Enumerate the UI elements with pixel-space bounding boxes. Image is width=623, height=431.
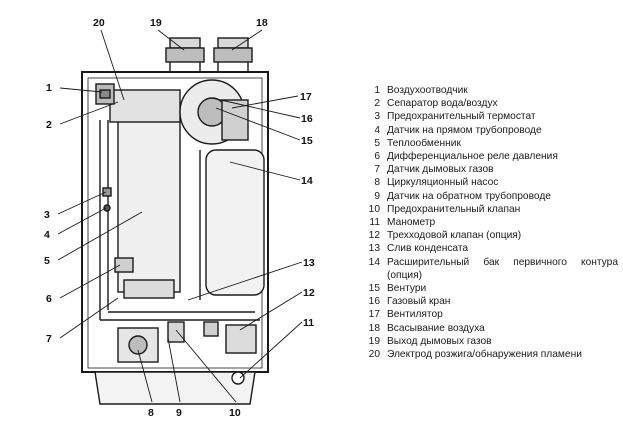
legend-text: Воздухоотводчик bbox=[387, 85, 468, 96]
legend-number: 6 bbox=[374, 151, 380, 163]
callout-9: 9 bbox=[176, 407, 182, 419]
legend-text: Слив конденсата bbox=[387, 243, 469, 255]
legend-item: 14 Расширительный бак первичного контура … bbox=[368, 256, 618, 282]
legend-item: 18 Всасывание воздуха bbox=[368, 322, 618, 335]
callout-3: 3 bbox=[44, 209, 50, 221]
legend-text: Циркуляционный насос bbox=[387, 177, 499, 189]
boiler-cutaway-diagram: 1 2 3 4 5 6 7 8 9 10 11 12 13 14 15 16 1… bbox=[44, 17, 315, 419]
legend-number: 3 bbox=[374, 111, 380, 123]
legend-text: Манометр bbox=[387, 217, 436, 229]
legend-text: Всасывание воздуха bbox=[387, 322, 485, 334]
legend-item: 10 Предохранительный клапан bbox=[368, 203, 618, 216]
legend-text: Дифференциальное реле давления bbox=[387, 151, 558, 163]
callout-labels: 1 2 3 4 5 6 7 8 9 10 11 12 13 14 15 16 1… bbox=[44, 17, 315, 419]
callout-10: 10 bbox=[229, 407, 241, 419]
callout-19: 19 bbox=[150, 17, 162, 29]
callout-17: 17 bbox=[300, 91, 312, 103]
legend-text: Датчик на обратном трубопроводе bbox=[387, 190, 551, 202]
legend-text: Датчик дымовых газов bbox=[387, 164, 494, 176]
legend-number: 17 bbox=[368, 309, 380, 321]
legend-number: 18 bbox=[368, 322, 380, 334]
legend-number: 9 bbox=[374, 190, 380, 202]
legend-item: 5 Теплообменник bbox=[368, 137, 618, 150]
legend-text: Теплообменник bbox=[387, 137, 461, 149]
callout-5: 5 bbox=[44, 255, 50, 267]
callout-8: 8 bbox=[148, 407, 154, 419]
legend-item: 8 Циркуляционный насос bbox=[368, 176, 618, 189]
legend-item: 20 Электрод розжига/обнаружения пламени bbox=[368, 348, 618, 361]
legend-text: Датчик на прямом трубопроводе bbox=[387, 124, 542, 136]
callout-14: 14 bbox=[301, 175, 313, 187]
legend-item: 16 Газовый кран bbox=[368, 295, 618, 308]
legend-number: 11 bbox=[369, 217, 380, 229]
expansion-tank bbox=[205, 149, 265, 296]
manometer bbox=[231, 371, 245, 385]
legend-number: 19 bbox=[368, 335, 380, 347]
legend-number: 13 bbox=[368, 243, 380, 255]
legend-text: Предохранительный клапан bbox=[387, 203, 521, 215]
air-intake-pipe bbox=[213, 37, 253, 72]
callout-16: 16 bbox=[301, 113, 313, 125]
legend-text: Предохранительный термостат bbox=[387, 111, 536, 123]
legend-number: 16 bbox=[368, 296, 380, 308]
legend-item: 12 Трехходовой клапан (опция) bbox=[368, 229, 618, 242]
legend-item: 3 Предохранительный термостат bbox=[368, 110, 618, 123]
callout-18: 18 bbox=[256, 17, 268, 29]
legend-item: 9 Датчик на обратном трубопроводе bbox=[368, 190, 618, 203]
legend-text: Сепаратор вода/воздух bbox=[387, 98, 498, 110]
callout-20: 20 bbox=[93, 17, 105, 29]
legend-text: Вентилятор bbox=[387, 309, 443, 321]
callout-4: 4 bbox=[44, 229, 50, 241]
legend-number: 12 bbox=[368, 230, 380, 242]
legend-text: Расширительный бак первичного контура (о… bbox=[387, 256, 618, 281]
legend-item: 1 Воздухоотводчик bbox=[368, 84, 618, 97]
legend-number: 8 bbox=[374, 177, 380, 189]
callout-1: 1 bbox=[46, 82, 52, 94]
legend-item: 15 Вентури bbox=[368, 282, 618, 295]
callout-15: 15 bbox=[301, 135, 313, 147]
flue-outlet-pipe bbox=[165, 37, 205, 72]
legend-item: 13 Слив конденсата bbox=[368, 242, 618, 255]
legend-item: 19 Выход дымовых газов bbox=[368, 335, 618, 348]
legend-item: 7 Датчик дымовых газов bbox=[368, 163, 618, 176]
legend-text: Электрод розжига/обнаружения пламени bbox=[387, 349, 582, 361]
callout-6: 6 bbox=[46, 293, 52, 305]
legend-number: 20 bbox=[368, 349, 380, 361]
casing-bottom bbox=[94, 371, 256, 405]
legend-number: 2 bbox=[374, 98, 380, 110]
legend-text: Вентури bbox=[387, 283, 427, 295]
legend-number: 4 bbox=[374, 124, 380, 136]
legend-number: 1 bbox=[374, 85, 380, 96]
callout-7: 7 bbox=[46, 333, 52, 345]
legend-number: 10 bbox=[368, 203, 380, 215]
legend-number: 5 bbox=[374, 137, 380, 149]
callout-12: 12 bbox=[303, 287, 315, 299]
legend-item: 2 Сепаратор вода/воздух bbox=[368, 97, 618, 110]
legend-number: 14 bbox=[368, 256, 380, 268]
callout-11: 11 bbox=[303, 317, 314, 329]
leader-lines bbox=[57, 29, 303, 403]
legend-text: Выход дымовых газов bbox=[387, 335, 492, 347]
legend-item: 11 Манометр bbox=[368, 216, 618, 229]
legend-item: 6 Дифференциальное реле давления bbox=[368, 150, 618, 163]
legend-number: 15 bbox=[368, 283, 380, 295]
legend-text: Трехходовой клапан (опция) bbox=[387, 230, 522, 242]
legend-item: 4 Датчик на прямом трубопроводе bbox=[368, 124, 618, 137]
legend-number: 7 bbox=[374, 164, 380, 176]
callout-2: 2 bbox=[46, 119, 52, 131]
callout-13: 13 bbox=[303, 257, 315, 269]
legend-item: 17 Вентилятор bbox=[368, 308, 618, 321]
legend-text: Газовый кран bbox=[387, 296, 451, 308]
